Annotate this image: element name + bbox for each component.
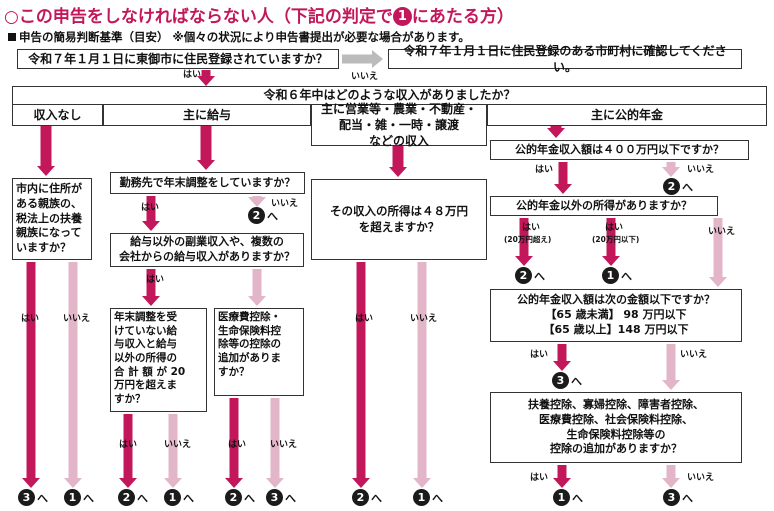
arrow-dependent-no	[64, 262, 82, 488]
arrow-business-to-over48	[389, 146, 407, 177]
label-over-20: (20万円超え)	[504, 235, 552, 244]
arrow-other-income-over	[515, 218, 533, 266]
arrow-side-income-yes	[142, 269, 160, 306]
arrow-no-adjust-no	[164, 414, 182, 488]
arrow-year-end-yes	[142, 196, 160, 231]
q-deductions-box: 扶養控除、寡婦控除、障害者控除、 医療費控除、社会保険料控除、 生命保険料控除等…	[490, 392, 742, 463]
arrow-no-adjust-yes	[119, 414, 137, 488]
label-yes: はい	[605, 223, 624, 233]
label-no: いいえ	[680, 350, 708, 360]
label-yes: はい	[530, 473, 549, 483]
label-yes: はい	[535, 165, 554, 175]
label-yes: はい	[21, 314, 40, 324]
arrow-over48-yes	[352, 262, 370, 488]
label-no: いいえ	[687, 165, 715, 175]
arrow-other-income-no	[709, 218, 727, 287]
label-yes: はい	[146, 275, 165, 285]
arrow-registered-no	[342, 50, 383, 68]
arrow-year-end-no	[248, 196, 266, 207]
arrow-threshold-no	[662, 344, 680, 390]
category-none: 収入なし	[12, 104, 103, 126]
arrow-over48-no	[413, 262, 431, 488]
subtitle: 申告の簡易判断基準（目安） ※個々の状況により申告書提出が必要な場合があります。	[8, 29, 470, 45]
arrow-deductions-no	[662, 465, 680, 488]
q-add-deduction-box: 医療費控除・ 生命保険料控 除等の控除の 追加がありま すか？	[214, 308, 304, 396]
arrow-side-income-no	[248, 269, 266, 306]
q-dependent-box: 市内に住所が ある親族の、 税法上の扶養 親族になって いますか？	[12, 178, 92, 260]
q-year-end-box: 勤務先で年末調整をしていますか？	[110, 172, 305, 194]
square-bullet-icon	[8, 33, 16, 41]
label-yes: はい	[522, 223, 541, 233]
arrow-threshold-yes	[553, 344, 571, 371]
result-1-mark: 1	[392, 7, 412, 26]
q-side-income-box: 給与以外の副業収入や、複数の 会社からの給与収入がありますか？	[110, 233, 304, 267]
arrow-pension400-yes	[554, 162, 572, 194]
label-no: いいえ	[410, 314, 438, 324]
label-no: いいえ	[708, 227, 736, 237]
arrow-add-deduction-yes	[225, 398, 243, 488]
label-no: いいえ	[270, 440, 298, 450]
confirm-other-box: 令和７年１月１日に住民登録のある市町村に確認してください。	[388, 44, 742, 74]
label-yes: はい	[183, 70, 202, 80]
label-no: いいえ	[271, 199, 299, 209]
category-business: 主に営業等・農業・不動産・ 配当・雑・一時・譲渡 などの収入	[311, 102, 487, 148]
q-other-income-box: 公的年金以外の所得がありますか？	[490, 196, 718, 216]
arrow-dependent-yes	[22, 262, 40, 488]
q-pension-threshold-box: 公的年金収入額は次の金額以下ですか？ 【65 歳未満】 98 万円以下 【65 …	[490, 289, 742, 342]
q-over48-box: その収入の所得は４８万円 を超えますか？	[311, 179, 487, 260]
arrow-add-deduction-no	[266, 398, 284, 488]
label-under-20: (20万円以下)	[592, 235, 640, 244]
label-no: いいえ	[63, 314, 91, 324]
q-registered-box: 令和７年１月１日に東御市に住民登録されていますか？	[17, 49, 339, 69]
arrow-pension400-no	[662, 162, 680, 177]
arrow-registered-yes	[197, 70, 215, 86]
arrow-deductions-yes	[553, 465, 571, 488]
label-yes: はい	[228, 440, 247, 450]
label-no: いいえ	[164, 440, 192, 450]
arrow-pension-to-400	[547, 126, 565, 138]
label-no: いいえ	[687, 473, 715, 483]
arrow-salary-to-year-end	[197, 126, 215, 170]
arrow-other-income-under	[602, 218, 620, 266]
category-pension: 主に公的年金	[487, 104, 767, 126]
q-pension400-box: 公的年金収入額は４００万円以下ですか？	[490, 140, 749, 160]
category-salary: 主に給与	[103, 104, 311, 126]
label-yes: はい	[119, 440, 138, 450]
label-yes: はい	[355, 314, 374, 324]
label-yes: はい	[141, 203, 160, 213]
arrow-none-to-dependent	[37, 126, 55, 176]
label-no: いいえ	[351, 72, 379, 82]
q-no-adjust-box: 年末調整を受 けていない給 与収入と給与 以外の所得の 合 計 額 が 20 万…	[110, 308, 207, 412]
label-yes: はい	[530, 350, 549, 360]
